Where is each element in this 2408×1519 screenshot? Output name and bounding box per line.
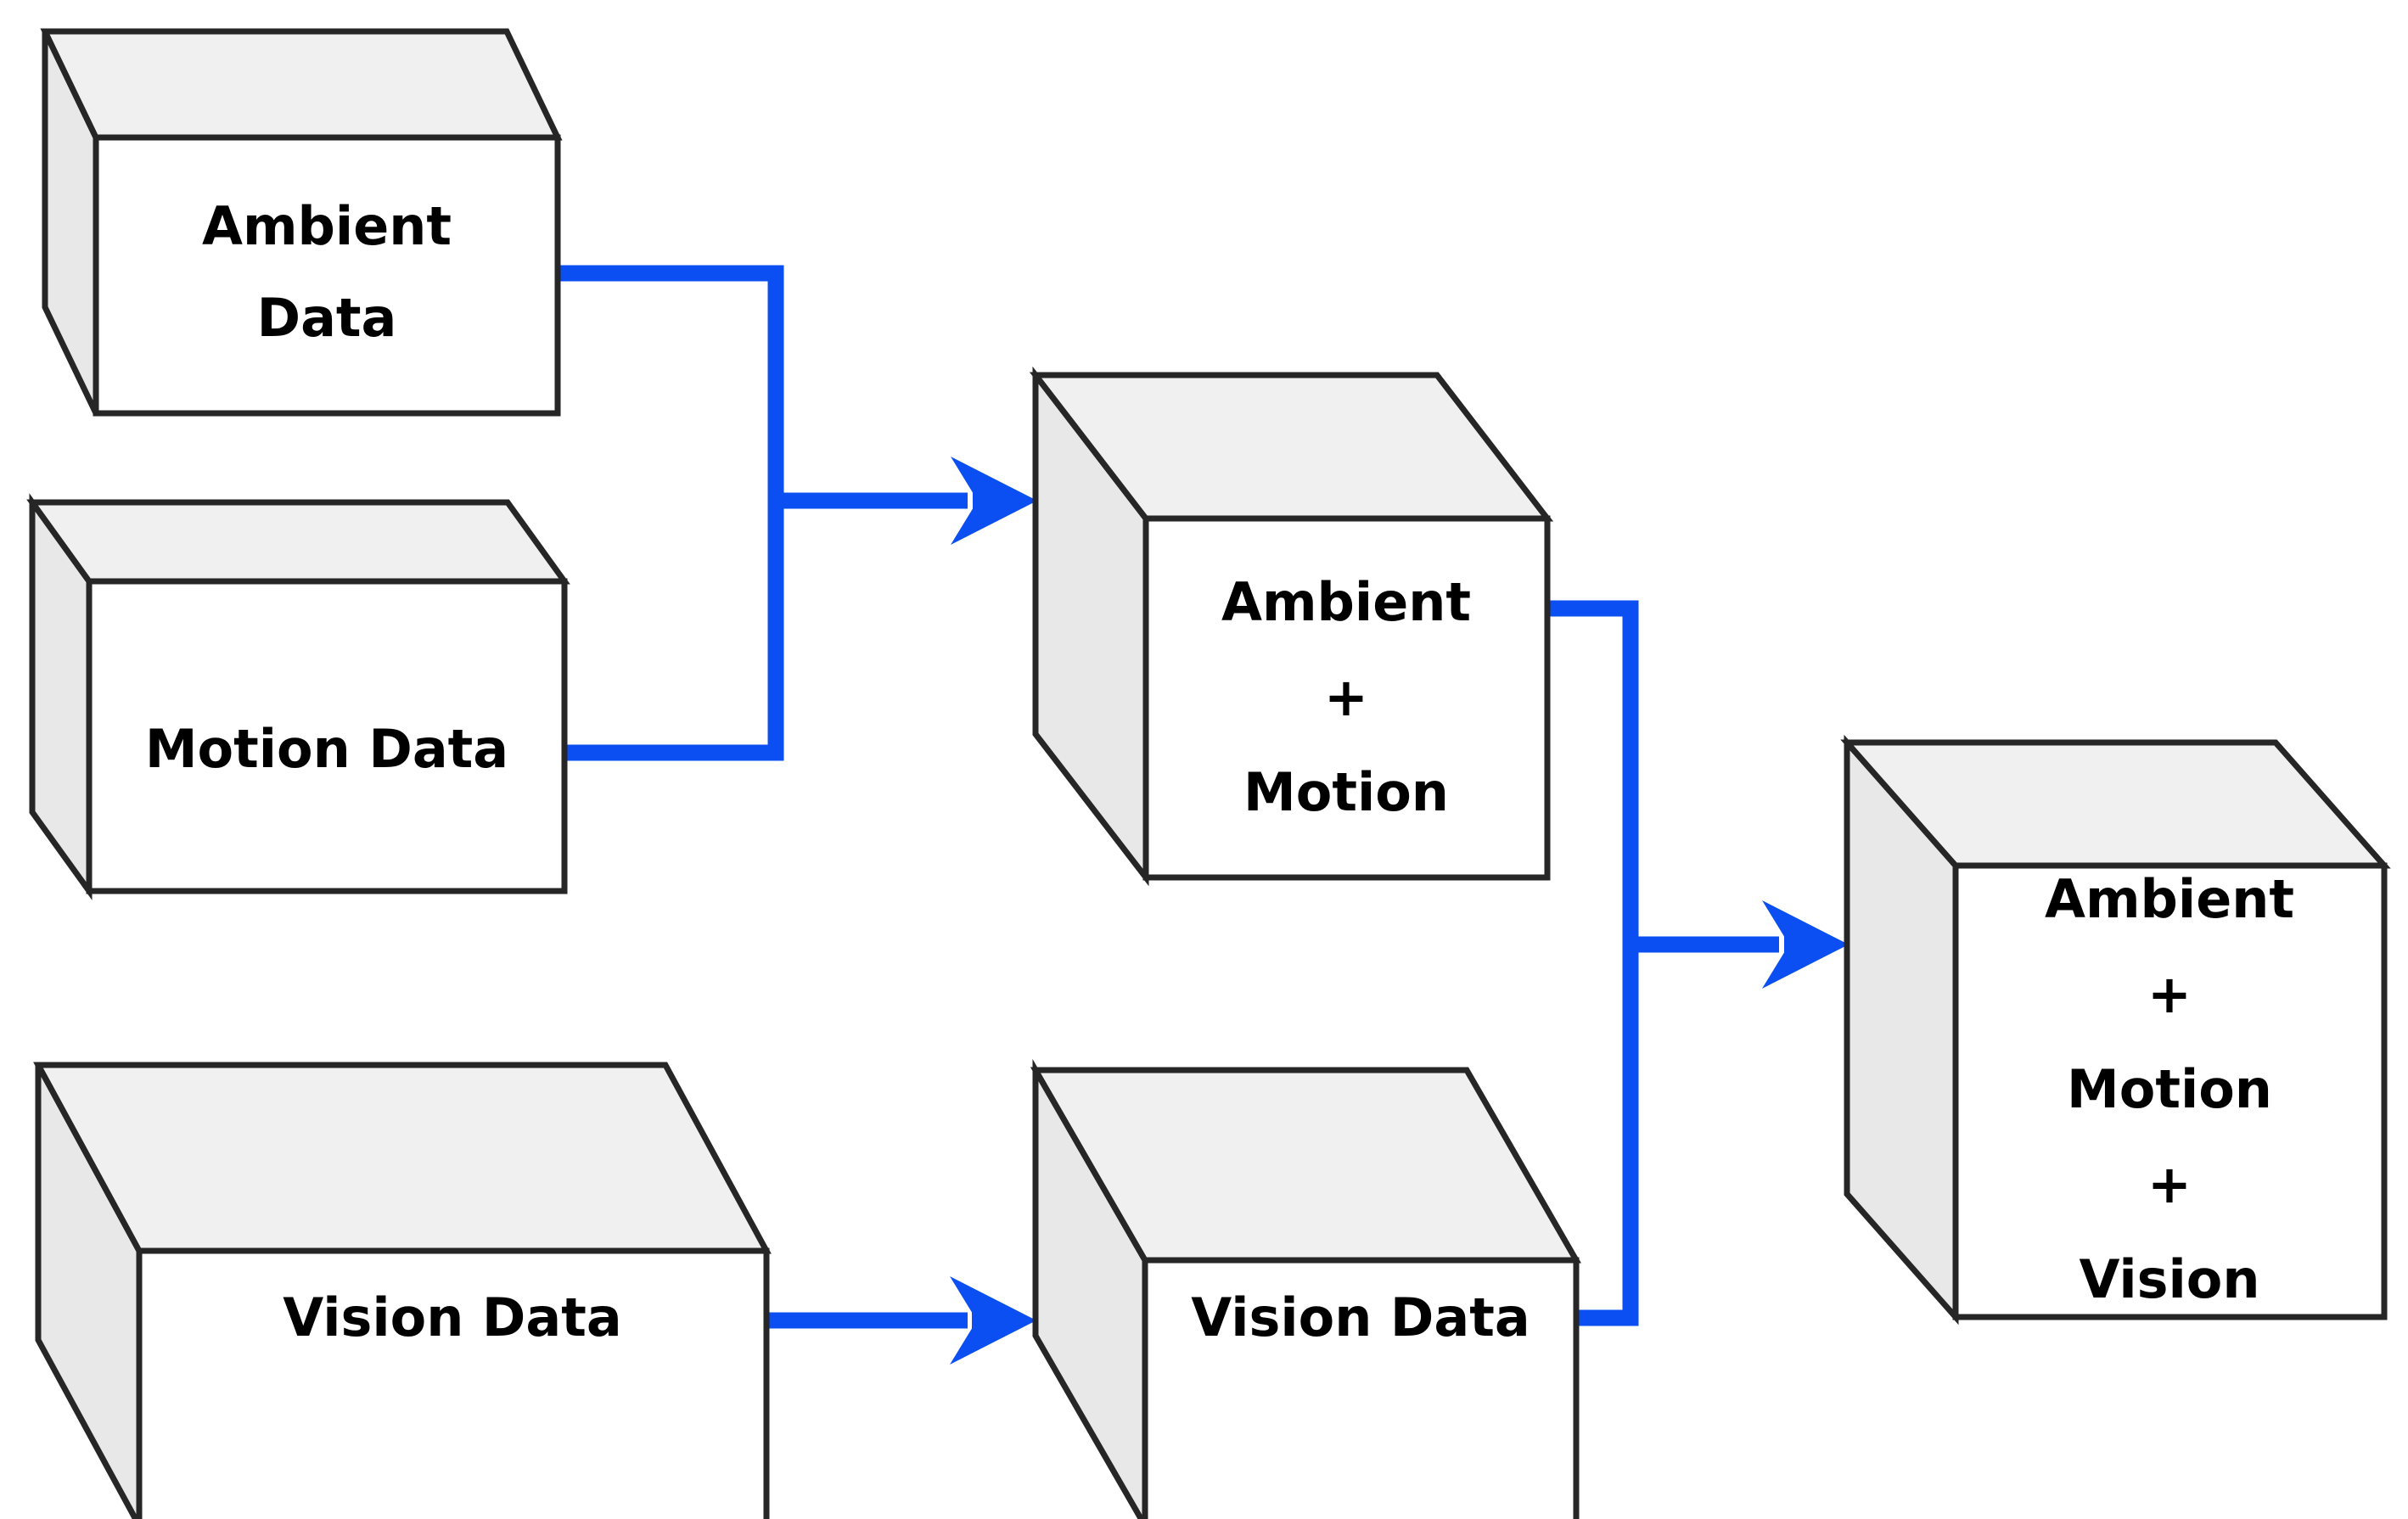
final-fusion-input-arrow[interactable] xyxy=(1623,900,1849,989)
motion-data-node-label-line: Motion Data xyxy=(145,718,508,780)
ambient-motion-vision-fusion-node-label-line: + xyxy=(2147,963,2192,1025)
ambient-data-node-front-face xyxy=(93,134,561,417)
final-fusion-input-arrow-arrowhead xyxy=(1762,900,1849,989)
ambient-motion-fusion-node-label-line: Ambient xyxy=(1221,571,1471,633)
ambient-motion-vision-fusion-node[interactable]: Ambient + Motion + Vision xyxy=(1840,734,2391,1326)
vision-data-source-node-top-face xyxy=(33,1062,772,1254)
motion-to-fusion-connector[interactable] xyxy=(564,501,784,761)
ambient-data-node-top-face xyxy=(40,28,563,141)
ambient-motion-fusion-node-front-face xyxy=(1142,515,1551,881)
ambient-motion-vision-fusion-node-label: Ambient + Motion + Vision xyxy=(2045,868,2294,1310)
vision-data-source-node-front-face xyxy=(136,1247,770,1519)
ambient-motion-vision-fusion-node-front-face xyxy=(1952,862,2388,1320)
motion-data-node[interactable]: Motion Data xyxy=(26,493,570,900)
fusion-one-input-arrow-arrowhead xyxy=(951,457,1037,545)
ambient-motion-fusion-node-label: Ambient + Motion xyxy=(1221,571,1471,823)
ambient-motion-vision-fusion-node-label-line: + xyxy=(2147,1153,2192,1215)
vision-source-to-stage-arrow[interactable] xyxy=(758,1276,1036,1365)
vision-data-source-node-label-line: Vision Data xyxy=(283,1286,621,1348)
vision-data-source-node-label: Vision Data xyxy=(283,1286,621,1348)
motion-to-fusion-connector-line xyxy=(564,501,784,761)
vision-data-source-node[interactable]: Vision Data xyxy=(33,1062,772,1519)
vision-data-stage-node-label: Vision Data xyxy=(1191,1286,1530,1348)
ambient-data-node-label-line: Ambient xyxy=(202,195,452,257)
vision-stage-output-connector-line xyxy=(1576,944,1639,1326)
fusion-one-output-connector[interactable] xyxy=(1538,600,1639,944)
ambient-motion-vision-fusion-node-label-line: Vision xyxy=(2079,1248,2259,1310)
motion-data-node-top-face xyxy=(26,499,570,585)
ambient-to-fusion-connector-line xyxy=(558,265,784,501)
ambient-data-node-label-line: Data xyxy=(257,287,397,349)
vision-source-to-stage-arrow-arrowhead xyxy=(950,1276,1036,1365)
vision-data-stage-node[interactable]: Vision Data xyxy=(1030,1058,1582,1519)
ambient-motion-vision-fusion-node-label-line: Ambient xyxy=(2045,868,2294,930)
ambient-motion-fusion-node-label-line: Motion xyxy=(1243,761,1449,823)
ambient-motion-fusion-node-label-line: + xyxy=(1324,666,1368,728)
motion-data-node-label: Motion Data xyxy=(145,718,508,780)
fusion-one-input-arrow[interactable] xyxy=(768,457,1037,545)
vision-data-stage-node-label-line: Vision Data xyxy=(1191,1286,1530,1348)
vision-stage-output-connector[interactable] xyxy=(1576,944,1639,1326)
ambient-motion-vision-fusion-node-label-line: Motion xyxy=(2067,1058,2272,1120)
connections-layer xyxy=(558,265,1849,1365)
vision-data-stage-node-front-face xyxy=(1142,1257,1580,1519)
ambient-to-fusion-connector[interactable] xyxy=(558,265,784,501)
fusion-one-output-connector-line xyxy=(1538,600,1639,944)
motion-data-node-front-face xyxy=(86,578,568,894)
ambient-motion-fusion-node[interactable]: Ambient + Motion xyxy=(1029,366,1554,887)
